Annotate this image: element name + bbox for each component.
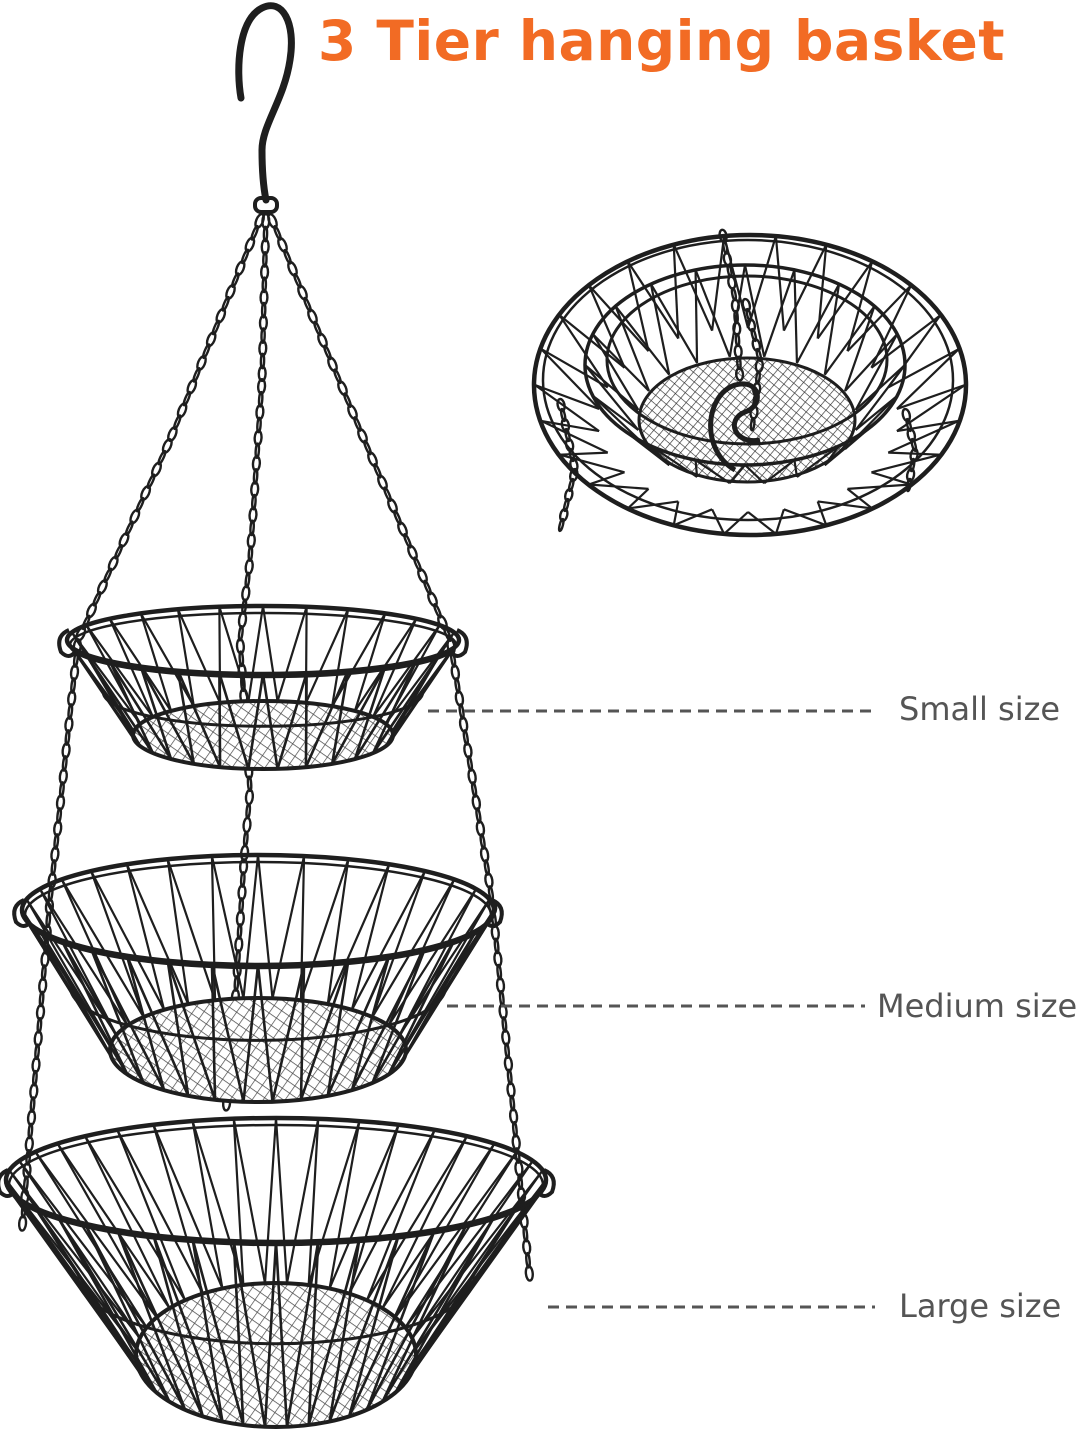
size-leader-lines (428, 709, 878, 1309)
hook-icon (235, 2, 295, 214)
nested-baskets-view (531, 228, 969, 538)
page-title: 3 Tier hanging basket (318, 9, 1006, 73)
stacked-baskets (0, 603, 556, 1429)
small-basket (57, 603, 469, 771)
label-medium-size: Medium size (877, 987, 1078, 1025)
medium-basket (12, 852, 504, 1104)
large-basket (0, 1115, 556, 1429)
label-large-size: Large size (899, 1287, 1062, 1325)
label-small-size: Small size (899, 690, 1061, 728)
